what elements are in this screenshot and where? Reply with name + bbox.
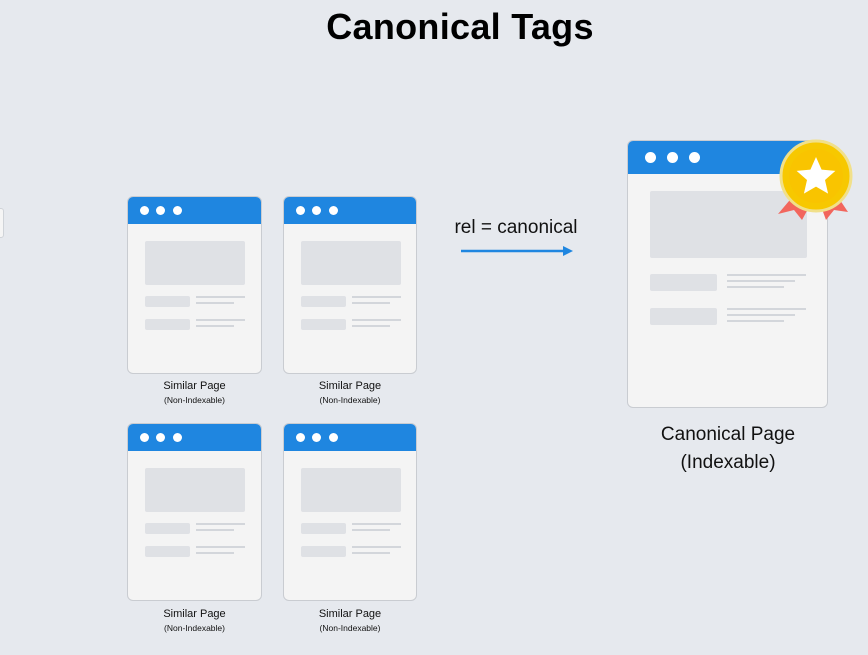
text-line (196, 296, 245, 298)
similar-page-status: (Non-Indexable) (319, 623, 381, 633)
text-line (352, 552, 390, 554)
content-block (301, 546, 346, 557)
browser-bar (128, 197, 261, 224)
diagram-title: Canonical Tags (326, 6, 594, 47)
window-dot-icon (312, 433, 321, 442)
text-line (352, 302, 390, 304)
similar-page-name: Similar Page (318, 380, 382, 392)
text-line (352, 319, 401, 321)
window-dot-icon (312, 206, 321, 215)
similar-page-label: Similar Page (Non-Indexable) (283, 607, 417, 635)
content-image-block (145, 468, 245, 512)
content-image-block (650, 191, 807, 258)
text-line (727, 314, 795, 316)
content-image-block (301, 241, 401, 285)
content-block (145, 319, 190, 330)
canonical-page-label: Canonical Page (Indexable) (628, 421, 828, 477)
similar-page-card (283, 423, 417, 601)
similar-page-status: (Non-Indexable) (164, 623, 225, 633)
window-dot-icon (296, 433, 305, 442)
canonical-page-name: Canonical Page (660, 424, 796, 445)
similar-page-status: (Non-Indexable) (319, 395, 381, 405)
similar-page-label: Similar Page (Non-Indexable) (127, 607, 262, 635)
edge-tab (0, 208, 4, 238)
window-dot-icon (296, 206, 305, 215)
relation-label: rel = canonical (454, 217, 578, 238)
window-dot-icon (667, 152, 678, 163)
arrow-right-icon (461, 246, 573, 256)
window-dot-icon (173, 433, 182, 442)
similar-page-card (127, 423, 262, 601)
text-line (196, 325, 234, 327)
text-line (727, 308, 806, 310)
browser-bar (284, 424, 416, 451)
content-image-block (145, 241, 245, 285)
similar-page-name: Similar Page (318, 608, 382, 620)
similar-page-name: Similar Page (163, 380, 226, 392)
window-dot-icon (156, 206, 165, 215)
text-line (196, 523, 245, 525)
text-line (727, 280, 795, 282)
content-block (145, 546, 190, 557)
text-line (196, 319, 245, 321)
browser-bar (284, 197, 416, 224)
window-dot-icon (140, 433, 149, 442)
content-block (301, 523, 346, 534)
window-dot-icon (689, 152, 700, 163)
content-block (301, 296, 346, 307)
content-block (650, 274, 717, 291)
browser-bar (128, 424, 261, 451)
text-line (352, 296, 401, 298)
text-line (196, 546, 245, 548)
text-line (352, 529, 390, 531)
medal-star-icon (778, 139, 853, 220)
text-line (196, 302, 234, 304)
text-line (196, 529, 234, 531)
content-image-block (301, 468, 401, 512)
text-line (727, 274, 806, 276)
content-block (145, 523, 190, 534)
text-line (727, 320, 784, 322)
canonical-page-status: (Indexable) (680, 452, 776, 473)
window-dot-icon (329, 206, 338, 215)
content-block (650, 308, 717, 325)
content-block (145, 296, 190, 307)
similar-page-card (283, 196, 417, 374)
content-block (301, 319, 346, 330)
window-dot-icon (645, 152, 656, 163)
text-line (352, 325, 390, 327)
window-dot-icon (140, 206, 149, 215)
similar-page-label: Similar Page (Non-Indexable) (127, 379, 262, 407)
similar-page-card (127, 196, 262, 374)
similar-page-name: Similar Page (163, 608, 226, 620)
text-line (352, 546, 401, 548)
similar-page-label: Similar Page (Non-Indexable) (283, 379, 417, 407)
similar-page-status: (Non-Indexable) (164, 395, 225, 405)
window-dot-icon (329, 433, 338, 442)
window-dot-icon (156, 433, 165, 442)
text-line (196, 552, 234, 554)
text-line (727, 286, 784, 288)
text-line (352, 523, 401, 525)
window-dot-icon (173, 206, 182, 215)
